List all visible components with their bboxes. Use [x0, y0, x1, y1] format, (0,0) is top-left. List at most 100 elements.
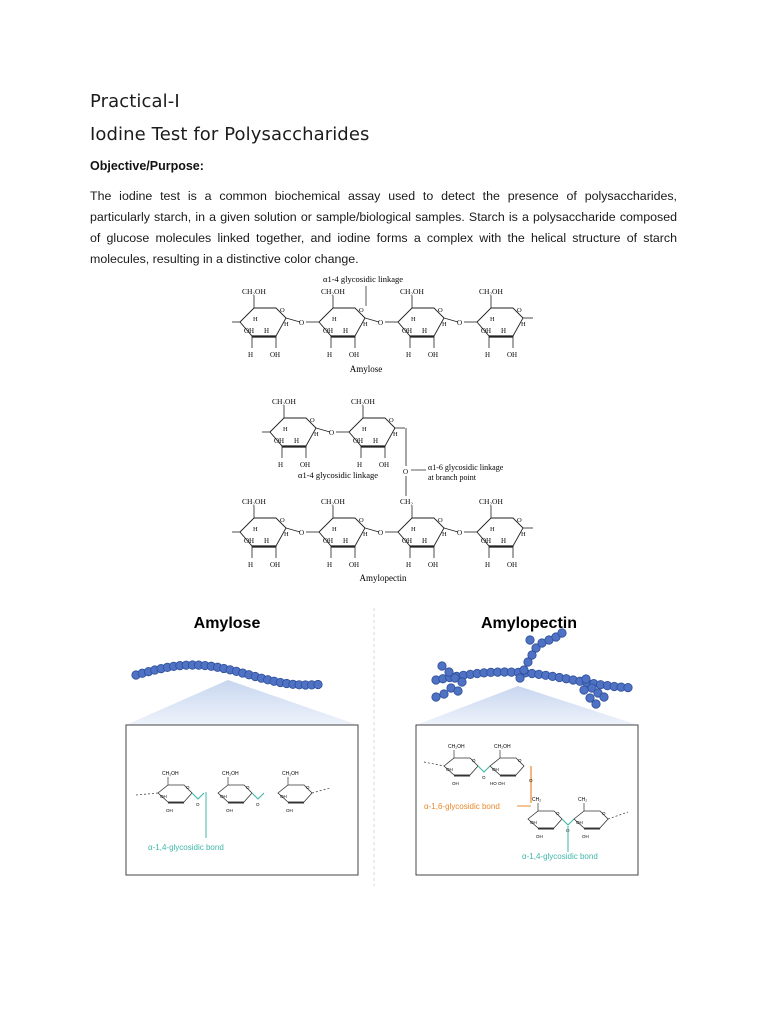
- oh-label: OH: [446, 767, 453, 772]
- bridge-oxygen-label: O: [529, 778, 533, 783]
- objective-label: Objective/Purpose:: [90, 159, 204, 173]
- glycosidic-bond: [191, 792, 205, 800]
- h-label: H: [248, 351, 253, 359]
- amylopectin-zoom-cone: [416, 686, 638, 725]
- ring-oxygen-label: O: [280, 517, 285, 524]
- h-label: H: [411, 316, 416, 323]
- oh-label: OH: [280, 794, 287, 799]
- bridge-oxygen-label: O: [378, 319, 383, 327]
- h-label: H: [521, 531, 526, 538]
- chain-continuation: [423, 761, 445, 767]
- oh-label: OH: [166, 808, 173, 813]
- h-label: H: [284, 321, 289, 328]
- h-label: H: [411, 526, 416, 533]
- oh-label: OH: [576, 820, 583, 825]
- h-label: H: [422, 327, 427, 335]
- h-label: H: [332, 316, 337, 323]
- glucose-bead: [623, 683, 633, 693]
- oh-label: OH: [481, 327, 491, 335]
- ring-oxygen-label: O: [602, 811, 606, 816]
- ch2oh-label: CH₂OH: [282, 771, 299, 777]
- h-label: H: [485, 351, 490, 359]
- glucose-bead: [450, 673, 460, 683]
- h-label: H: [253, 526, 258, 533]
- objective-paragraph: The iodine test is a common biochemical …: [90, 189, 677, 266]
- h-label: H: [501, 327, 506, 335]
- h-label: H: [363, 321, 368, 328]
- ring-oxygen-label: O: [389, 417, 394, 424]
- a16-linkage-label-line2: at branch point: [428, 473, 477, 482]
- ch2oh-label: CH₂: [578, 797, 587, 803]
- glucose-bead: [457, 677, 467, 687]
- h-label: H: [393, 431, 398, 438]
- bridge-oxygen-label: O: [457, 529, 462, 537]
- oh-label: OH: [274, 437, 284, 445]
- amylopectin-inset-structure: OCH₂OHOHOHOOCH₂OHOHOHHOOOCH₂OHOHOOCH₂OHO…: [423, 744, 629, 852]
- glycosidic-bond: [477, 765, 491, 773]
- glucose-bead: [557, 628, 567, 638]
- oh-label: OH: [244, 327, 254, 335]
- ring-oxygen-label: O: [438, 307, 443, 314]
- glucose-bead: [527, 650, 537, 660]
- glucose-bead: [525, 635, 535, 645]
- h-label: H: [343, 537, 348, 545]
- h-label: H: [406, 351, 411, 359]
- h-label: H: [521, 321, 526, 328]
- glucose-bead: [585, 693, 595, 703]
- oh-label: OH: [428, 351, 438, 359]
- ring-oxygen-label: O: [310, 417, 315, 424]
- oh-label: OH: [300, 461, 310, 469]
- glycosidic-bond: [251, 792, 265, 800]
- h-label: H: [373, 437, 378, 445]
- bridge-oxygen-label: O: [329, 429, 334, 437]
- amylopectin-caption: Amylopectin: [360, 573, 407, 583]
- h-label: H: [327, 561, 332, 569]
- ch2oh-label: CH₂OH: [272, 397, 296, 406]
- amylopectin-a14-bond-label: α-1,4-glycosidic bond: [522, 852, 598, 861]
- oh-label: OH: [402, 327, 412, 335]
- amylopectin-bead-chain: [431, 628, 633, 709]
- bridge-oxygen-label: O: [299, 529, 304, 537]
- h-label: H: [442, 321, 447, 328]
- oh-label: OH: [582, 834, 589, 839]
- h-label: H: [284, 531, 289, 538]
- h-label: H: [264, 537, 269, 545]
- glucose-bead: [581, 674, 591, 684]
- ch2oh-label: CH₂OH: [400, 287, 424, 296]
- bridge-oxygen-label: O: [378, 529, 383, 537]
- h-label: H: [490, 526, 495, 533]
- glycosidic-bond: [285, 527, 301, 533]
- h-label: H: [362, 426, 367, 433]
- glycosidic-bond: [443, 317, 459, 323]
- h-label: H: [501, 537, 506, 545]
- ring-oxygen-label: O: [472, 758, 476, 763]
- h-label: H: [406, 561, 411, 569]
- ring-oxygen-label: O: [246, 785, 250, 790]
- amylose-caption: Amylose: [350, 364, 383, 374]
- oh-label: OH: [428, 561, 438, 569]
- h-label: H: [264, 327, 269, 335]
- h-label: H: [294, 437, 299, 445]
- chain-continuation: [311, 787, 331, 794]
- glucose-bead: [579, 685, 589, 695]
- branch-oxygen-label: O: [403, 468, 408, 476]
- oh-label: OH: [507, 561, 517, 569]
- oh-label: OH: [492, 767, 499, 772]
- ch2oh-label: CH₂OH: [162, 771, 179, 777]
- oh-label: OH: [452, 781, 459, 786]
- glycosidic-bond: [364, 317, 380, 323]
- ch2oh-label: CH₂OH: [479, 497, 503, 506]
- oh-label: OH: [226, 808, 233, 813]
- ch2oh-label: CH₂OH: [242, 287, 266, 296]
- oh-label: OH: [160, 794, 167, 799]
- a16-linkage-label-line1: α1-6 glycosidic linkage: [428, 463, 504, 472]
- h-label: H: [332, 526, 337, 533]
- oh-label: OH: [530, 820, 537, 825]
- ring-oxygen-label: O: [556, 811, 560, 816]
- amylose-amylopectin-illustration: Amylose Amylopectin OCH₂OHOHOHOOCH₂OHOHO…: [118, 600, 658, 890]
- h-label: H: [253, 316, 258, 323]
- glucose-bead: [519, 665, 529, 675]
- amylopectin-a16-bond-label: α-1,6-glycosidic bond: [424, 802, 500, 811]
